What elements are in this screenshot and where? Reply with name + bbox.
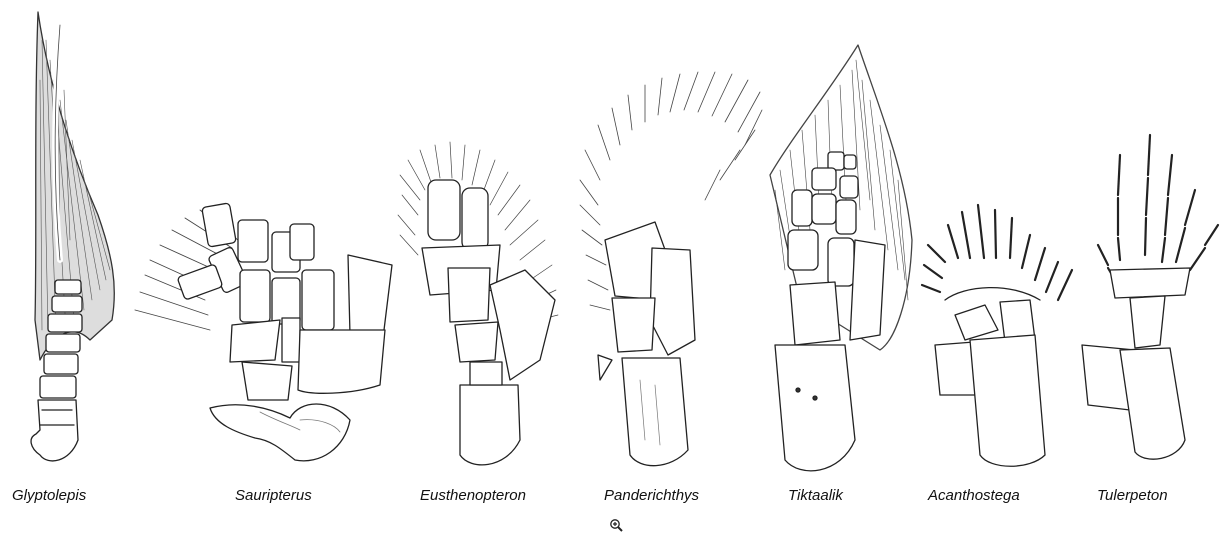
label-sauripterus: Sauripterus [235, 487, 312, 504]
label-panderichthys: Panderichthys [604, 487, 699, 504]
panderichthys-fin-drawing [580, 72, 762, 466]
sauripterus-fin-drawing [135, 203, 392, 461]
label-acanthostega: Acanthostega [928, 487, 1020, 504]
glyptolepis-fin-drawing [31, 12, 114, 461]
label-tulerpeton: Tulerpeton [1097, 487, 1168, 504]
label-eusthenopteron: Eusthenopteron [420, 487, 526, 504]
tulerpeton-limb-drawing [1082, 135, 1218, 459]
magnifier-zoom-in-icon[interactable] [609, 518, 625, 534]
eusthenopteron-fin-drawing [398, 142, 558, 465]
tiktaalik-fin-drawing [770, 45, 912, 471]
label-glyptolepis: Glyptolepis [12, 487, 86, 504]
label-tiktaalik: Tiktaalik [788, 487, 843, 504]
acanthostega-limb-drawing [922, 205, 1072, 466]
